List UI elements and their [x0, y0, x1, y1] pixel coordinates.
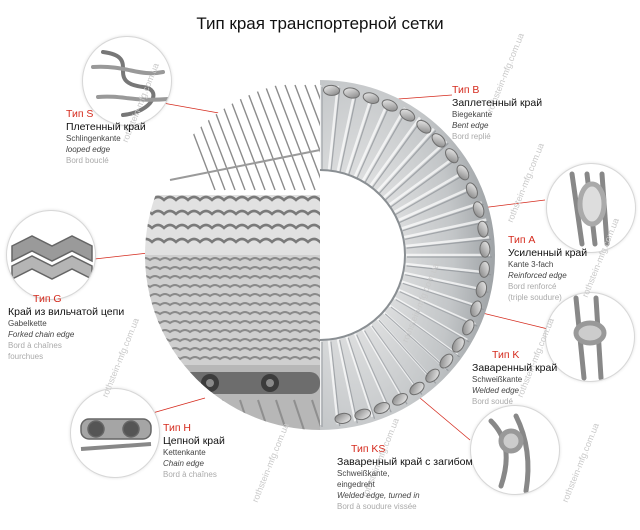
name-en: Welded edge: [472, 386, 519, 395]
name-de: Gabelkette: [8, 319, 47, 328]
name-en: Bent edge: [452, 121, 489, 130]
name-de-2: eingedreht: [337, 480, 375, 489]
label-type-s: Тип S Плетенный край Schlingenkante loop…: [66, 108, 146, 166]
label-type-h: Тип H Цепной край Kettenkante Chain edge…: [163, 422, 225, 480]
label-type-g: Тип G Край из вильчатой цепи Gabelkette …: [8, 293, 124, 362]
callout-type-s: [82, 36, 172, 126]
name-fr: Bord bouclé: [66, 156, 109, 165]
type-code: Тип S: [66, 108, 94, 120]
name-fr: Bord à chaînes: [163, 470, 217, 479]
ring-edge-links: [323, 84, 491, 424]
name-de: Schlingenkante: [66, 134, 121, 143]
type-code: Тип H: [163, 422, 192, 434]
label-type-b: Тип B Заплетенный край Biegekante Bent e…: [452, 84, 542, 142]
name-en: looped edge: [66, 145, 111, 154]
name-fr: Bord à chaînes: [8, 341, 62, 350]
name-fr-2: fourchues: [8, 352, 44, 361]
name-fr-2: (triple soudure): [508, 293, 562, 302]
name-en: Forked chain edge: [8, 330, 75, 339]
name-ru: Усиленный край: [508, 247, 588, 259]
name-ru: Цепной край: [163, 435, 225, 447]
callout-type-k: [545, 292, 635, 382]
label-type-k: Тип K Заваренный край Schweißkante Welde…: [472, 349, 557, 407]
type-code: Тип G: [33, 293, 62, 305]
type-code: Тип K: [492, 349, 520, 361]
name-de: Schweißkante,: [337, 469, 390, 478]
name-ru: Заплетенный край: [452, 97, 543, 109]
name-en: Reinforced edge: [508, 271, 567, 280]
name-en: Chain edge: [163, 459, 204, 468]
name-fr: Bord soudé: [472, 397, 513, 406]
name-fr: Bord renforcé: [508, 282, 557, 291]
name-de: Biegekante: [452, 110, 493, 119]
name-ru: Плетенный край: [66, 121, 146, 133]
name-ru: Заваренный край с загибом: [337, 456, 473, 468]
callout-type-g: [6, 210, 96, 300]
name-de: Schweißkante: [472, 375, 523, 384]
callout-type-a: [546, 163, 636, 253]
name-ru: Заваренный край: [472, 362, 558, 374]
name-en: Welded edge, turned in: [337, 491, 420, 500]
type-code: Тип KS: [351, 443, 386, 455]
label-type-ks: Тип KS Заваренный край с загибом Schweiß…: [337, 443, 473, 512]
type-code: Тип B: [452, 84, 480, 96]
name-de: Kettenkante: [163, 448, 206, 457]
page-title: Тип края транспортерной сетки: [196, 14, 444, 33]
callout-type-ks: [470, 405, 560, 495]
name-fr: Bord à soudure vissée: [337, 502, 417, 511]
type-code: Тип A: [508, 234, 536, 246]
callout-type-h: [70, 388, 160, 478]
label-type-a: Тип A Усиленный край Kante 3-fach Reinfo…: [508, 234, 587, 303]
name-de: Kante 3-fach: [508, 260, 554, 269]
name-ru: Край из вильчатой цепи: [8, 306, 125, 318]
name-fr: Bord replié: [452, 132, 491, 141]
